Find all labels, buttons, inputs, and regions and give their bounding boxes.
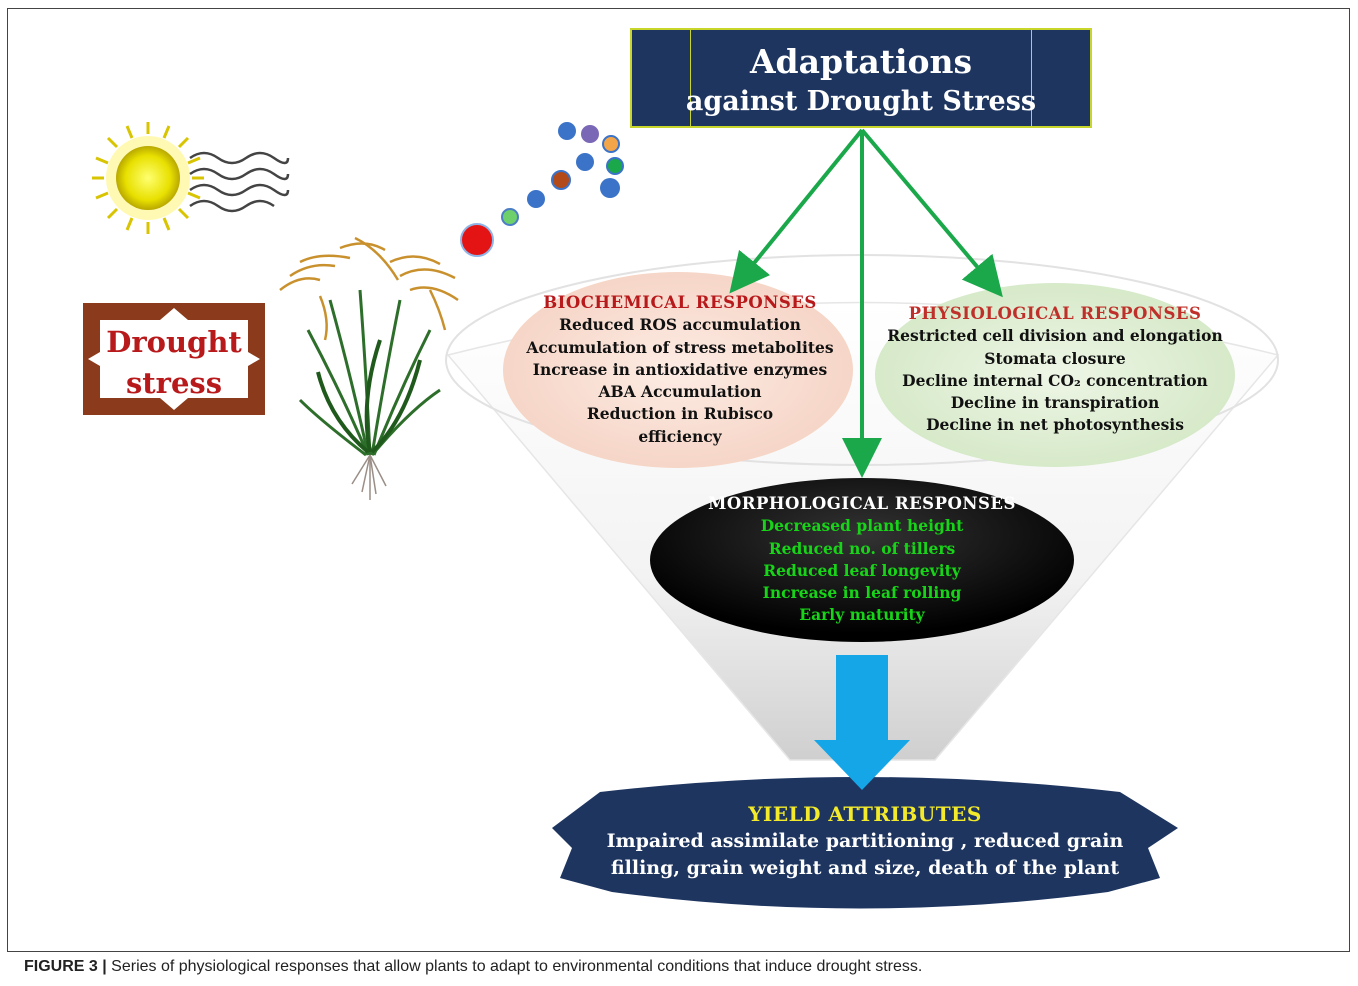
morphological-responses-panel: MORPHOLOGICAL RESPONSES Decreased plant … — [652, 493, 1072, 627]
biochemical-heading: BIOCHEMICAL RESPONSES — [543, 293, 817, 312]
sun-icon — [92, 122, 204, 234]
arrow-to-physiological — [860, 128, 1003, 298]
biochemical-item: Reduction in Rubisco — [586, 404, 774, 424]
figure-frame — [7, 8, 1350, 952]
blue-down-arrow — [814, 655, 910, 790]
morphological-item: Decreased plant height — [760, 516, 964, 536]
morphological-ellipse — [650, 478, 1074, 642]
bubble-dots-icon — [460, 122, 624, 257]
yield-attributes-panel: YIELD ATTRIBUTES Impaired assimilate par… — [590, 800, 1140, 882]
morphological-item: Reduced no. of tillers — [768, 538, 956, 558]
yield-line-2: filling, grain weight and size, death of… — [610, 857, 1120, 879]
title-box: Adaptations against Drought Stress — [630, 28, 1092, 128]
arrow-to-biochemical — [729, 128, 864, 294]
physiological-item: Decline in transpiration — [950, 393, 1160, 413]
biochemical-item: Increase in antioxidative enzymes — [532, 359, 828, 379]
biochemical-item: ABA Accumulation — [598, 382, 762, 402]
biochemical-item: Accumulation of stress metabolites — [526, 337, 834, 357]
caption-label: FIGURE 3 | — [24, 958, 107, 975]
drought-label-line-1: Drought — [106, 325, 242, 359]
rice-plant-icon — [279, 236, 459, 500]
morphological-item: Increase in leaf rolling — [762, 583, 962, 603]
biochemical-ellipse — [503, 272, 853, 468]
physiological-heading: PHYSIOLOGICAL RESPONSES — [908, 304, 1202, 323]
physiological-item: Restricted cell division and elongation — [887, 326, 1223, 346]
yield-heading: YIELD ATTRIBUTES — [748, 802, 982, 826]
title-box-inner-frame — [690, 30, 1032, 126]
physiological-item: Stomata closure — [984, 348, 1126, 368]
biochemical-item: efficiency — [638, 426, 722, 446]
physiological-responses-panel: PHYSIOLOGICAL RESPONSES Restricted cell … — [880, 303, 1230, 437]
drought-label-line-2: stress — [125, 366, 223, 400]
physiological-ellipse — [875, 283, 1235, 467]
title-line-1: Adaptations — [749, 42, 973, 81]
morphological-item: Early maturity — [799, 605, 925, 625]
caption-text: Series of physiological responses that a… — [106, 958, 923, 975]
figure-caption: FIGURE 3 | Series of physiological respo… — [24, 958, 1344, 976]
drought-stress-label: Drought stress — [83, 322, 265, 404]
physiological-item: Decline in net photosynthesis — [926, 415, 1184, 435]
biochemical-responses-panel: BIOCHEMICAL RESPONSES Reduced ROS accumu… — [500, 292, 860, 448]
physiological-item: Decline internal CO₂ concentration — [902, 370, 1208, 390]
drought-box-inner — [88, 308, 260, 410]
morphological-heading: MORPHOLOGICAL RESPONSES — [708, 494, 1016, 513]
wind-lines-icon — [189, 151, 290, 213]
yield-line-1: Impaired assimilate partitioning , reduc… — [606, 830, 1124, 852]
yield-gear-shape — [552, 777, 1178, 909]
morphological-item: Reduced leaf longevity — [763, 560, 961, 580]
title-line-2: against Drought Stress — [685, 86, 1037, 117]
biochemical-item: Reduced ROS accumulation — [559, 315, 801, 335]
